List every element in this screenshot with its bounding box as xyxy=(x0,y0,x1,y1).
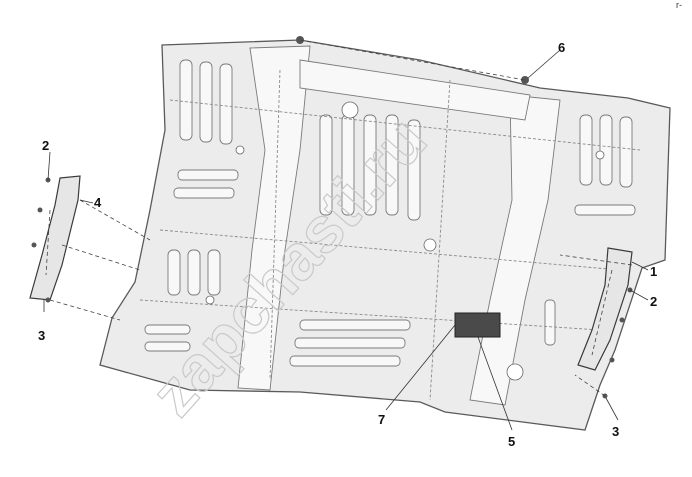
part-1-right-bracket xyxy=(577,247,633,371)
part-4-left-bracket xyxy=(29,175,81,301)
callout-6: 6 xyxy=(558,40,565,55)
callouts: 2 4 3 6 1 2 3 7 5 xyxy=(38,40,657,449)
callout-3-left: 3 xyxy=(38,328,45,343)
callout-4: 4 xyxy=(94,195,102,210)
callout-5: 5 xyxy=(508,434,515,449)
callout-2-right: 2 xyxy=(650,294,657,309)
callout-1: 1 xyxy=(650,264,657,279)
callout-2-left: 2 xyxy=(42,138,49,153)
callout-3-right: 3 xyxy=(612,424,619,439)
part-5-plate xyxy=(454,312,501,338)
corner-mark: r- xyxy=(676,0,682,10)
leader-lines xyxy=(43,39,649,431)
callout-7: 7 xyxy=(378,412,385,427)
